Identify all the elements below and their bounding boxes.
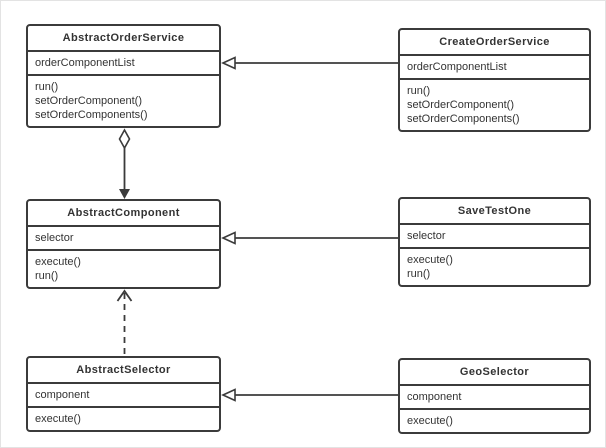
methods-compartment: execute() bbox=[400, 408, 589, 432]
class-save-test-one: SaveTestOne selector execute() run() bbox=[398, 197, 591, 287]
class-name: AbstractComponent bbox=[67, 207, 180, 219]
class-attribute: component bbox=[35, 389, 90, 401]
methods-compartment: execute() run() bbox=[28, 249, 219, 287]
rel-geoselector-inherits-abstractselector bbox=[221, 388, 399, 402]
class-method: run() bbox=[407, 85, 431, 97]
class-abstract-component: AbstractComponent selector execute() run… bbox=[26, 199, 221, 289]
methods-compartment: execute() bbox=[28, 406, 219, 430]
class-create-order-service: CreateOrderService orderComponentList ru… bbox=[398, 28, 591, 132]
attributes-compartment: component bbox=[400, 384, 589, 408]
class-method: setOrderComponent() bbox=[35, 95, 142, 107]
methods-compartment: execute() run() bbox=[400, 247, 589, 285]
class-attribute: orderComponentList bbox=[407, 61, 507, 73]
class-method: run() bbox=[407, 268, 431, 280]
attributes-compartment: component bbox=[28, 382, 219, 406]
class-method: run() bbox=[35, 81, 59, 93]
class-name: GeoSelector bbox=[459, 366, 530, 378]
rel-abstractorderservice-aggregates-abstractcomponent bbox=[118, 128, 131, 199]
class-name: CreateOrderService bbox=[439, 36, 550, 48]
class-geo-selector: GeoSelector component execute() bbox=[398, 358, 591, 434]
class-name: SaveTestOne bbox=[457, 205, 532, 217]
class-abstract-selector: AbstractSelector component execute() bbox=[26, 356, 221, 432]
rel-savetestone-inherits-abstractcomponent bbox=[221, 231, 399, 245]
class-method: setOrderComponent() bbox=[407, 99, 514, 111]
class-method: setOrderComponents() bbox=[407, 113, 520, 125]
class-method: execute() bbox=[35, 413, 81, 425]
methods-compartment: run() setOrderComponent() setOrderCompon… bbox=[28, 74, 219, 126]
attributes-compartment: selector bbox=[400, 223, 589, 247]
methods-compartment: run() setOrderComponent() setOrderCompon… bbox=[400, 78, 589, 130]
class-attribute: selector bbox=[35, 232, 74, 244]
class-method: run() bbox=[35, 270, 59, 282]
class-method: execute() bbox=[407, 415, 453, 427]
class-method: setOrderComponents() bbox=[35, 109, 148, 121]
attributes-compartment: orderComponentList bbox=[400, 54, 589, 78]
attributes-compartment: selector bbox=[28, 225, 219, 249]
class-method: execute() bbox=[407, 254, 453, 266]
rel-abstractselector-depends-on-abstractcomponent bbox=[116, 289, 133, 357]
class-name: AbstractOrderService bbox=[62, 32, 185, 44]
rel-createorderservice-inherits-abstractorderservice bbox=[221, 56, 399, 70]
class-name: AbstractSelector bbox=[76, 364, 171, 376]
attributes-compartment: orderComponentList bbox=[28, 50, 219, 74]
class-attribute: selector bbox=[407, 230, 446, 242]
class-attribute: component bbox=[407, 391, 462, 403]
class-method: execute() bbox=[35, 256, 81, 268]
class-attribute: orderComponentList bbox=[35, 57, 135, 69]
class-abstract-order-service: AbstractOrderService orderComponentList … bbox=[26, 24, 221, 128]
